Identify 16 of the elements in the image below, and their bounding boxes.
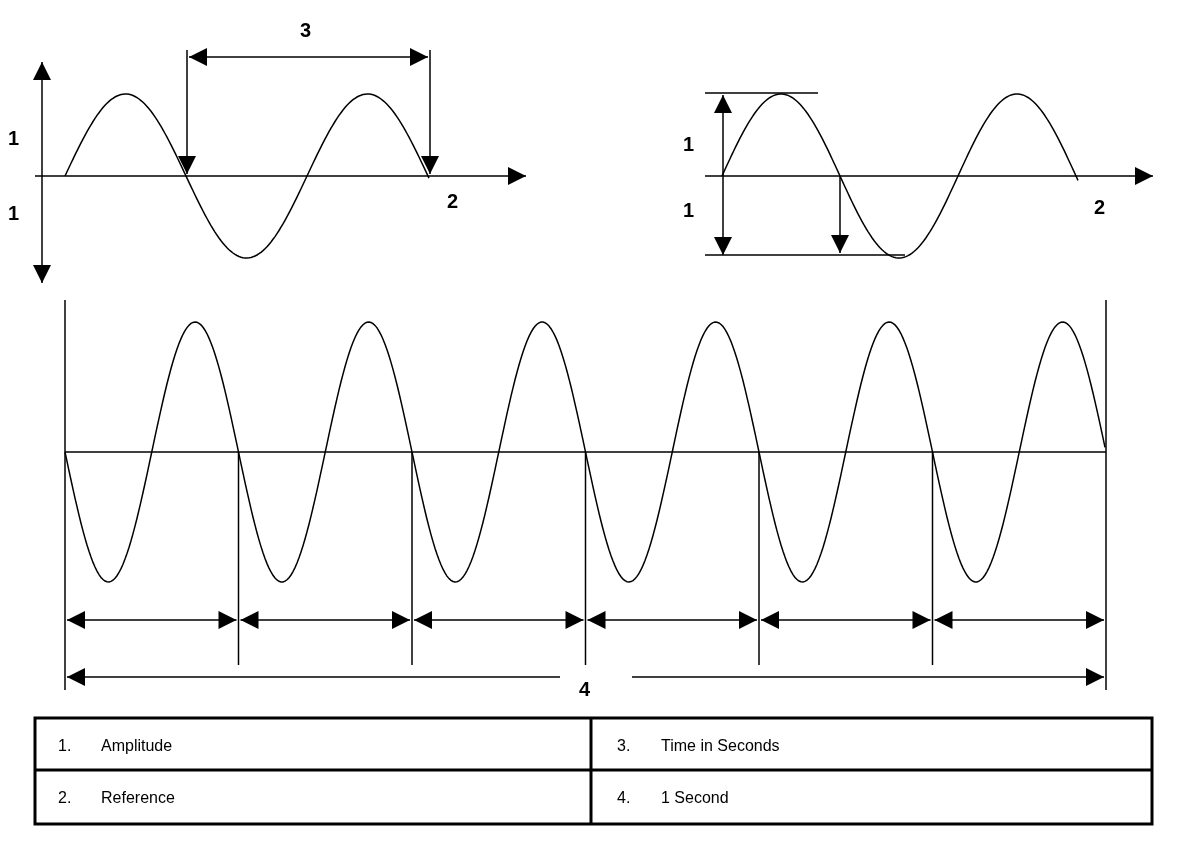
callout-number: 1 (8, 203, 20, 223)
legend-text: Time in Seconds (661, 738, 780, 754)
legend-text: Reference (101, 790, 175, 806)
legend-number: 2. (58, 790, 72, 806)
callout-number: 3 (300, 20, 312, 40)
callout-number: 1 (683, 134, 695, 154)
legend-text: Amplitude (101, 738, 173, 754)
callout-number: 1 (683, 200, 695, 220)
callout-number: 4 (579, 679, 591, 699)
callout-number: 2 (447, 191, 459, 211)
legend-number: 1. (58, 738, 72, 754)
callout-number: 1 (8, 128, 20, 148)
legend-number: 3. (617, 738, 631, 754)
callout-number: 2 (1094, 197, 1106, 217)
legend-text: 1 Second (661, 790, 729, 806)
legend-number: 4. (617, 790, 631, 806)
